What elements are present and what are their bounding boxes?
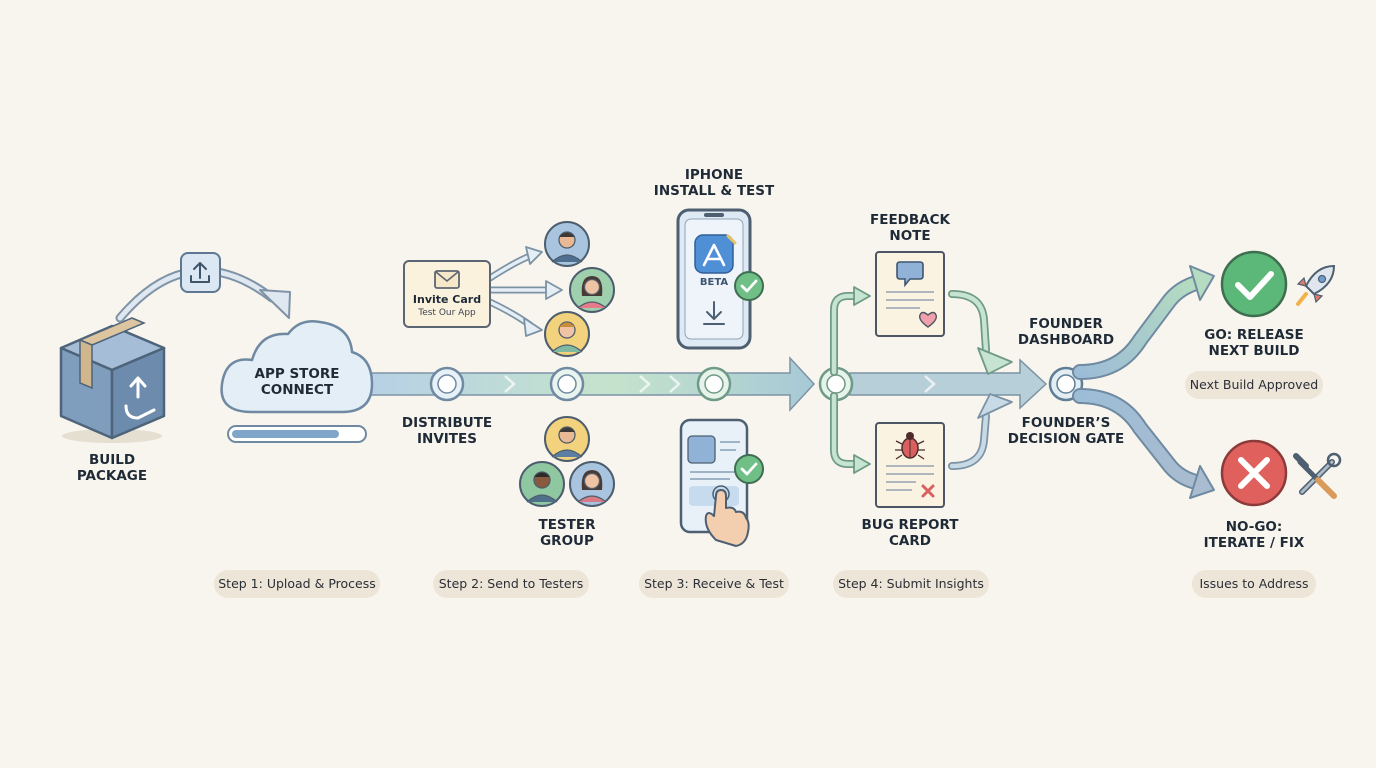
heart-icon [918,311,938,328]
cross-icon [921,484,935,498]
package-icon [59,317,166,443]
step-3-pill: Step 3: Receive & Test [639,570,789,598]
app-store-icon [694,234,737,274]
avatar-icon [544,311,590,357]
avatar-icon [519,461,565,507]
cloud-icon [220,320,374,414]
rocket-icon [1296,264,1336,306]
main-flow-band [361,356,1048,412]
label-nogo-iterate: NO-GO:ITERATE / FIX [1203,519,1305,551]
upload-progress-bar [227,425,367,443]
avatar-icon [569,461,615,507]
step-2-pill: Step 2: Send to Testers [433,570,589,598]
flow-nodes [429,366,1084,402]
invite-card-title: Invite Card [412,293,482,306]
tools-icon [1293,452,1342,499]
avatar-icon [544,416,590,462]
bug-icon [895,432,925,460]
step-4-pill: Step 4: Submit Insights [833,570,989,598]
check-icon [734,271,764,301]
bug-report-card [875,422,945,508]
step-1-pill: Step 1: Upload & Process [214,570,380,598]
tap-hand-icon [704,485,750,547]
beta-badge: BETA [699,277,729,288]
download-icon [703,301,725,325]
upload-icon [180,252,221,293]
avatar-icon [569,267,615,313]
nogo-branch-arrow [1072,388,1215,499]
check-icon [734,454,764,484]
go-branch-arrow [1072,265,1215,380]
cross-icon [1220,439,1288,507]
avatar-icon [544,221,590,267]
pill-next-build-approved: Next Build Approved [1185,371,1323,399]
check-icon [1220,250,1288,318]
invite-card-shape [403,260,491,328]
envelope-icon [434,270,460,289]
feedback-branch-arrows [830,286,1013,474]
invite-card-subtitle: Test Our App [418,308,476,318]
invite-arrows [486,246,563,337]
pill-issues-to-address: Issues to Address [1192,570,1316,598]
chat-bubble-icon [896,261,924,288]
